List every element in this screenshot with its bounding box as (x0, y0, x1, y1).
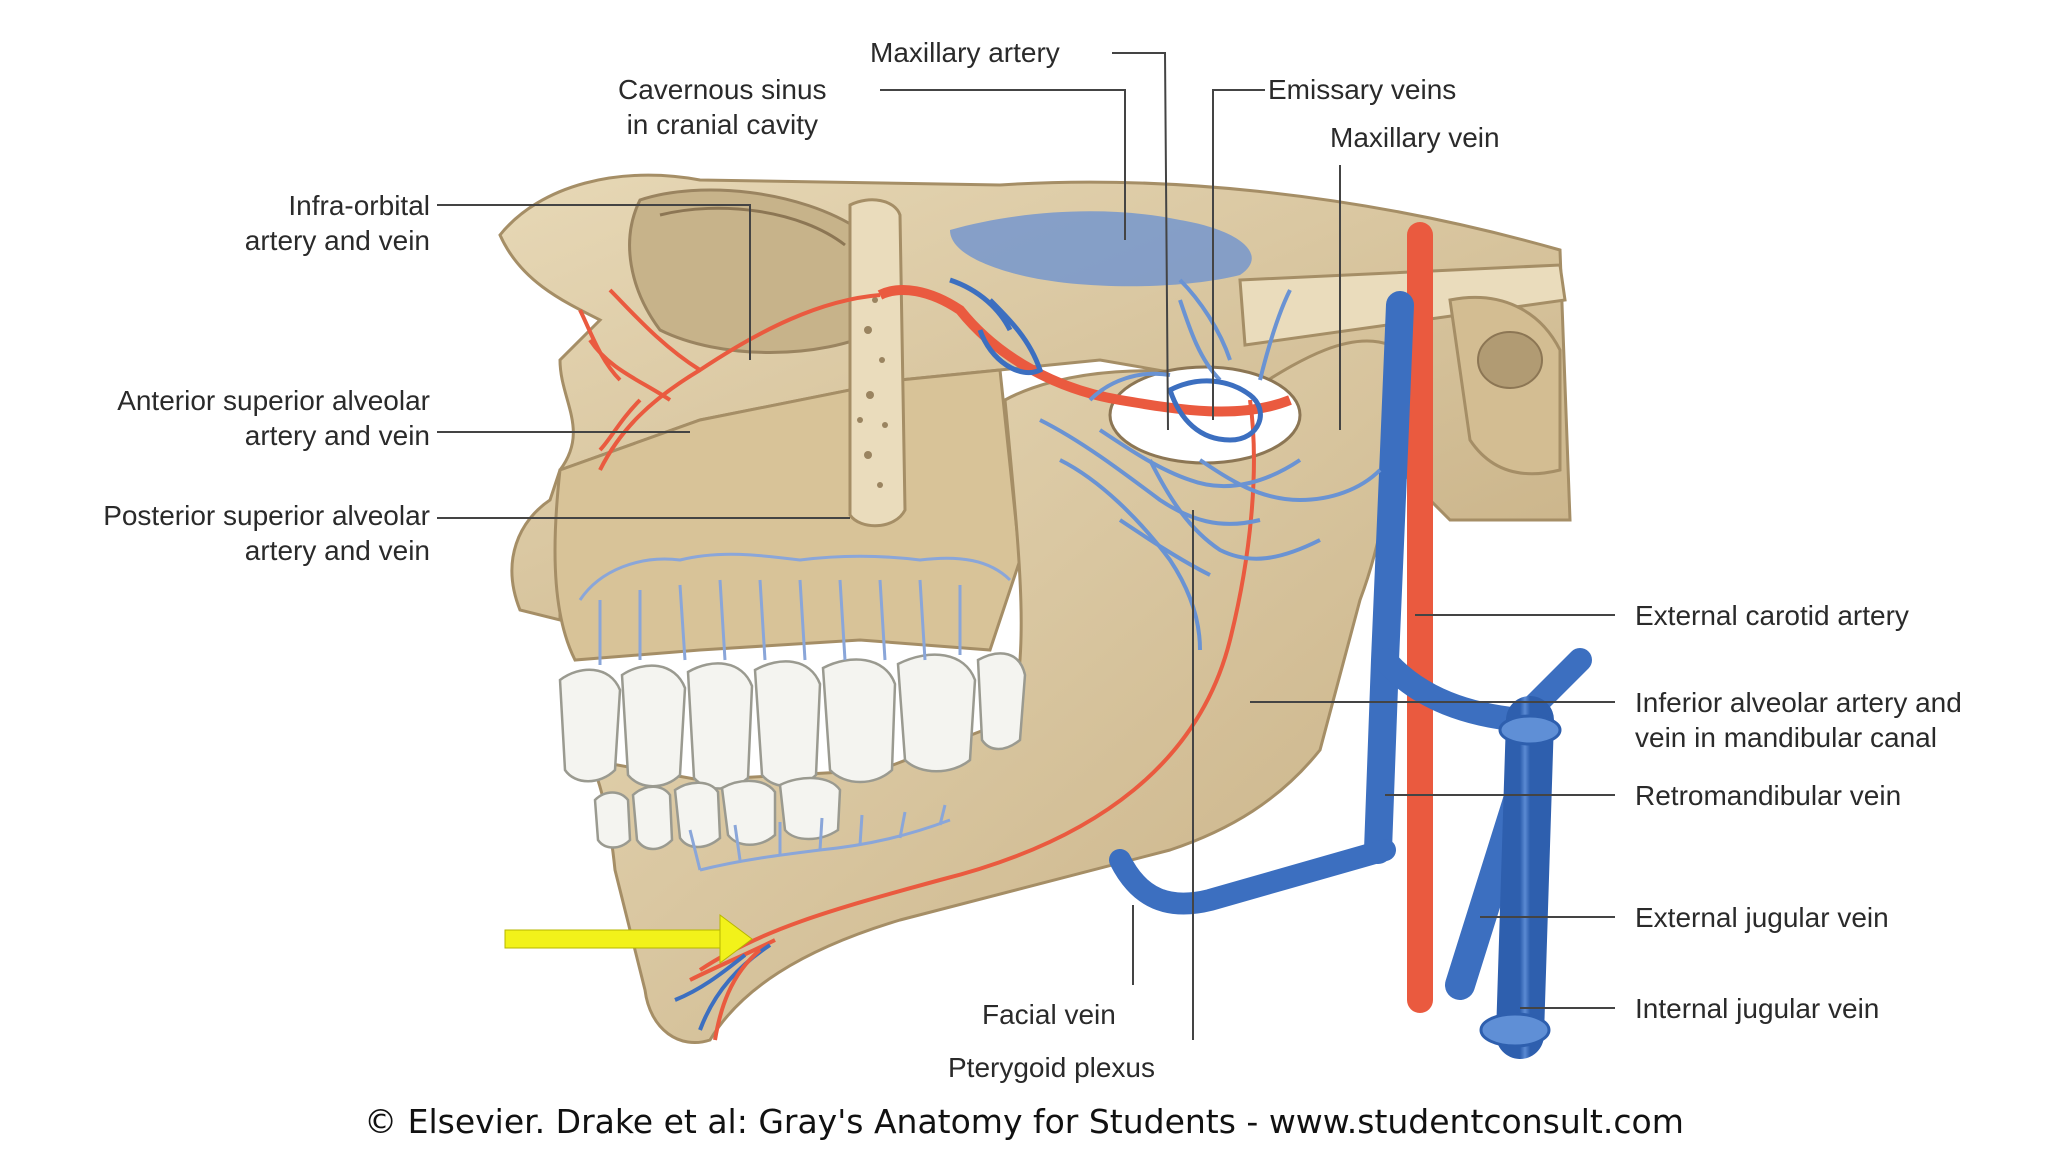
copyright-credit: © Elsevier. Drake et al: Gray's Anatomy … (364, 1102, 1684, 1141)
label-infra-orbital: Infra-orbital artery and vein (244, 190, 430, 256)
maxillary-artery-vessel (877, 285, 1292, 417)
label-external-carotid-artery: External carotid artery (1635, 600, 1909, 631)
leader-lines (437, 52, 1615, 1040)
zygomatic-process (848, 198, 907, 528)
orbit-rim (659, 206, 846, 247)
zygomatic-process-texture (857, 297, 888, 488)
mental-vessels (674, 938, 776, 1041)
label-maxillary-vein: Maxillary vein (1330, 122, 1500, 153)
orbit (628, 188, 882, 354)
jugular-junction-opening (1498, 714, 1562, 746)
internal-jugular-vein-opening (1479, 1012, 1551, 1048)
retromandibular-vein-vessel (1364, 291, 1414, 864)
cavernous-sinus (950, 211, 1252, 287)
label-anterior-superior-alveolar: Anterior superior alveolar artery and ve… (117, 385, 430, 451)
label-maxillary-artery: Maxillary artery (870, 37, 1060, 68)
facial-vein-vessel (1109, 839, 1396, 915)
label-external-jugular-vein: External jugular vein (1635, 902, 1889, 933)
label-posterior-superior-alveolar: Posterior superior alveolar artery and v… (103, 500, 430, 566)
internal-jugular-vein-vessel (1496, 696, 1554, 1059)
label-pterygoid-plexus: Pterygoid plexus (948, 1052, 1156, 1083)
label-inferior-alveolar: Inferior alveolar artery and vein in man… (1635, 687, 1962, 753)
inferior-alveolar-vessels (688, 804, 951, 872)
pterygoid-plexus-network (1039, 278, 1382, 651)
upper-teeth (558, 652, 1027, 790)
infraorbital-branches (578, 309, 672, 452)
label-emissary-veins: Emissary veins (1268, 74, 1457, 105)
label-internal-jugular-vein: Internal jugular vein (1635, 993, 1880, 1024)
label-cavernous-sinus: Cavernous sinus in cranial cavity (618, 74, 827, 140)
label-facial-vein: Facial vein (982, 999, 1116, 1030)
pointer-arrow (504, 914, 753, 964)
lower-teeth (593, 776, 842, 851)
label-retromandibular-vein: Retromandibular vein (1635, 780, 1902, 811)
ear-canal (1477, 331, 1543, 389)
superior-alveolar-vessels (578, 552, 1012, 665)
